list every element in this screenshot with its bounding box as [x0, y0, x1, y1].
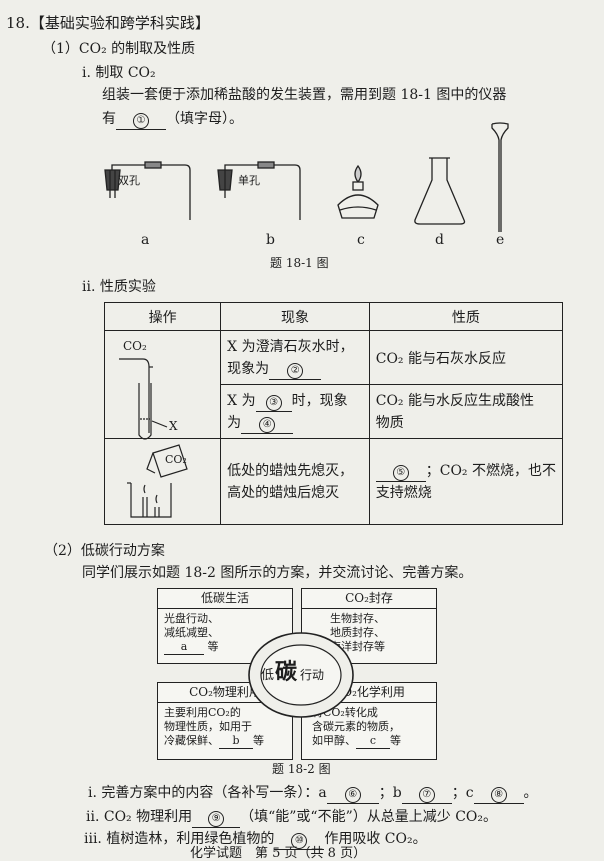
header-property: 性质 — [368, 302, 564, 331]
blank-7[interactable]: ⑦ — [401, 786, 452, 804]
part2-title: （2）低碳行动方案 — [44, 543, 165, 559]
blank-b[interactable]: b — [219, 734, 253, 749]
property-cell-1: CO₂ 能与石灰水反应 — [368, 330, 564, 385]
part2-intro: 同学们展示如题 18-2 图所示的方案，并交流讨论、完善方案。 — [82, 565, 473, 581]
tag-double-hole: 双孔 — [118, 174, 140, 187]
property-cell-2: CO₂ 能与水反应生成酸性 物质 — [368, 384, 564, 439]
apparatus-e-funnel — [491, 122, 509, 232]
sub-i-title: i. 制取 CO₂ — [82, 65, 156, 81]
figure-18-1-apparatus — [104, 122, 509, 232]
letter-e: e — [496, 232, 505, 248]
question-title: 【基础实验和跨学科实践】 — [29, 14, 210, 32]
box-co2-storage: CO₂封存 生物封存、 地质封存、 海洋封存等 — [301, 588, 437, 664]
blank-1[interactable]: ① — [116, 112, 166, 130]
apparatus-d-conical-flask — [414, 157, 466, 225]
op3-co2-label: CO₂ — [165, 453, 187, 466]
apparatus-b — [217, 161, 301, 220]
blank-3[interactable]: ③ — [255, 394, 292, 412]
blank-2[interactable]: ② — [269, 362, 322, 380]
phenomenon-cell-3: 低处的蜡烛先熄灭， 高处的蜡烛后熄灭 — [220, 438, 370, 525]
apparatus-a — [104, 161, 191, 220]
test-tube-diagram — [119, 358, 168, 440]
blank-c[interactable]: c — [356, 734, 390, 749]
letter-a: a — [141, 232, 150, 248]
letter-b: b — [266, 232, 275, 248]
blank-4[interactable]: ④ — [241, 416, 294, 434]
question-header: 18.【基础实验和跨学科实践】 — [6, 12, 210, 33]
letter-d: d — [435, 232, 444, 248]
sub-i-text1: 组装一套便于添加稀盐酸的发生装置，需用到题 18-1 图中的仪器 — [102, 87, 507, 103]
op1-x-label: X — [169, 419, 178, 433]
page-footer: 化学试题 第 5 页（共 8 页） — [190, 846, 367, 861]
center-text-carbon: 碳 — [275, 659, 298, 685]
blank-8[interactable]: ⑧ — [473, 786, 524, 804]
apparatus-c-alcohol-lamp — [337, 164, 379, 219]
operation-cell-3: CO₂ — [103, 438, 222, 525]
property-cell-3: ⑤；CO₂ 不燃烧，也不 支持燃烧 — [368, 438, 564, 525]
center-text-action: 行动 — [300, 668, 325, 682]
header-operation: 操作 — [103, 302, 222, 331]
letter-c: c — [357, 232, 365, 248]
center-ring — [248, 632, 354, 718]
header-phenomenon: 现象 — [220, 302, 370, 331]
blank-6[interactable]: ⑥ — [326, 786, 379, 804]
question-number: 18. — [6, 14, 30, 32]
operation-cell-1: CO₂ X — [103, 330, 222, 440]
blank-10[interactable]: ⑩ — [274, 832, 325, 850]
blank-9[interactable]: ⑨ — [192, 810, 241, 828]
part1-title: （1）CO₂ 的制取及性质 — [42, 41, 196, 57]
op1-co2-label: CO₂ — [123, 339, 147, 353]
beaker-candle-diagram — [127, 444, 188, 518]
blank-a[interactable]: a — [164, 640, 204, 655]
sub-ii-title: ii. 性质实验 — [82, 279, 156, 295]
blank-5[interactable]: ⑤ — [375, 464, 426, 482]
center-text-low: 低 — [261, 668, 275, 683]
figure-18-2-caption: 题 18-2 图 — [272, 762, 331, 776]
figure-18-1-caption: 题 18-1 图 — [270, 256, 329, 270]
tag-single-hole: 单孔 — [238, 174, 260, 187]
